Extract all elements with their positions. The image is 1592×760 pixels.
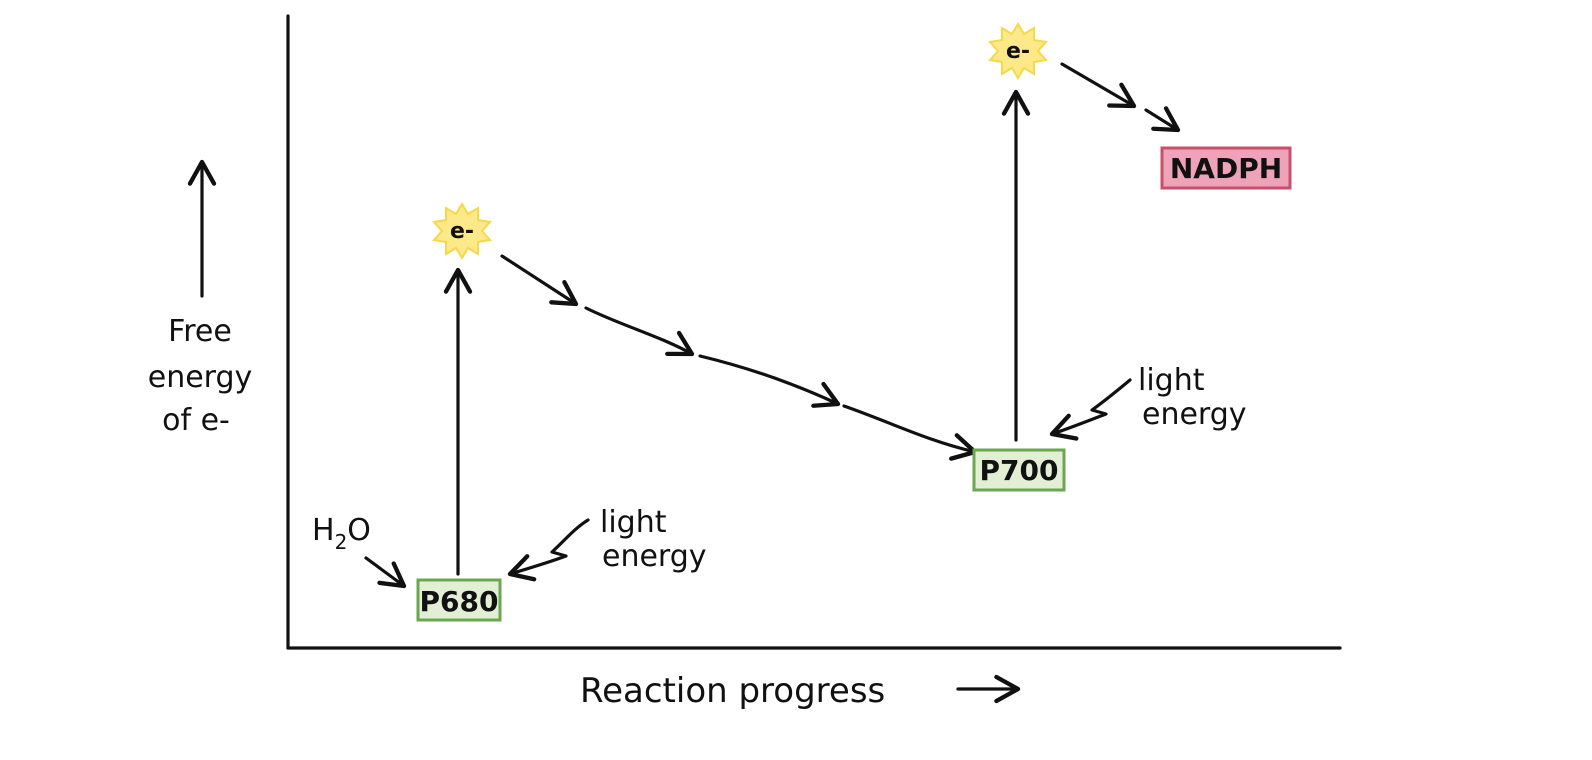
y-axis-label-line-1: Free	[168, 314, 232, 349]
p700-label: P700	[980, 454, 1059, 487]
p700-box	[972, 448, 1066, 492]
etc-arrow-1	[500, 254, 579, 307]
p680-label: P680	[420, 585, 499, 618]
water-label: H2O	[312, 513, 371, 554]
nadph-box	[1160, 146, 1292, 190]
etc-arrow-2	[584, 306, 695, 357]
ps1-light-arrow	[1049, 378, 1132, 441]
nadph-label: NADPH	[1170, 152, 1282, 185]
nadph-arrow-1	[1060, 62, 1137, 109]
nadph-arrow-2	[1144, 106, 1181, 133]
ps2-light-arrow	[507, 518, 590, 582]
ps2-light-label-line-1: light	[600, 505, 667, 540]
ps1-electron-icon: e-	[988, 22, 1048, 80]
ps2-electron-icon: e-	[432, 202, 492, 260]
ps1-light-label-line-2: energy	[1142, 397, 1247, 432]
p680-box	[416, 578, 502, 622]
x-axis-label: Reaction progress	[580, 671, 885, 711]
ps2-light-label-line-2: energy	[602, 539, 707, 574]
ps1-light-label-line-1: light	[1138, 363, 1205, 398]
water-arrow	[364, 556, 407, 589]
y-axis-label-line-3: of e-	[162, 403, 230, 438]
svg-text:e-: e-	[450, 219, 474, 244]
etc-arrow-4	[842, 404, 978, 461]
etc-arrow-3	[698, 354, 841, 408]
y-axis-label-line-2: energy	[148, 360, 253, 395]
svg-text:e-: e-	[1006, 39, 1030, 64]
